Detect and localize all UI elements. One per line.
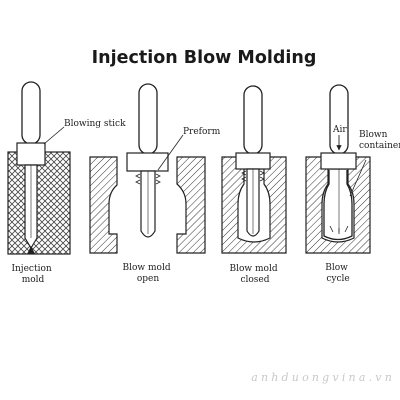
blown-container-label: Blown container [359,130,400,151]
stick-collar [320,152,357,170]
stage-blow-mold-open [89,83,206,254]
stage-injection-mold [7,81,71,255]
injection-nozzle [27,246,35,254]
blowing-stick-callout: Blowing stick [43,119,126,145]
stage-blow-cycle [305,84,371,254]
stick-collar [126,152,169,172]
stage-2-caption-line1: Blow mold [123,263,171,273]
stage-1-caption-line2: mold [22,275,45,285]
stage-1-caption: Injection mold [11,264,54,285]
stage-blow-mold-closed [221,85,287,254]
stick-collar [16,142,46,166]
blowing-stick-rod [138,83,158,155]
stage-3-caption: Blow mold closed [230,264,281,285]
blowing-stick-rod [243,85,263,155]
left-mold-half [89,156,118,254]
injection-mold-block [7,151,71,255]
stage-1-caption-line1: Injection [11,264,51,274]
preform-threads [135,173,161,185]
blown-container-callout: Blown container [349,130,400,197]
preform-label: Preform [183,127,221,137]
blowing-stick-label: Blowing stick [64,119,126,129]
blowing-stick-rod [21,81,41,145]
stage-2-caption: Blow mold open [123,263,174,284]
stage-4-caption-line2: cycle [326,274,349,284]
blown-container-label-line1: Blown [359,130,388,140]
blown-container-label-line2: container [359,141,400,151]
stage-2-caption-line2: open [137,274,160,284]
stick-collar [235,152,271,170]
stage-4-caption: Blow cycle [325,263,351,284]
stage-4-caption-line1: Blow [325,263,348,273]
watermark: anhduongvina.vn [251,371,395,384]
preform-threads [241,170,265,182]
stage-3-caption-line1: Blow mold [230,264,278,274]
preform-callout: Preform [157,127,221,171]
stage-3-caption-line2: closed [240,275,269,285]
right-mold-half [176,156,206,254]
blown-container [323,170,353,241]
air-label: Air [332,125,347,135]
diagram-title: Injection Blow Molding [92,48,317,68]
air-burst-icon [329,225,349,234]
